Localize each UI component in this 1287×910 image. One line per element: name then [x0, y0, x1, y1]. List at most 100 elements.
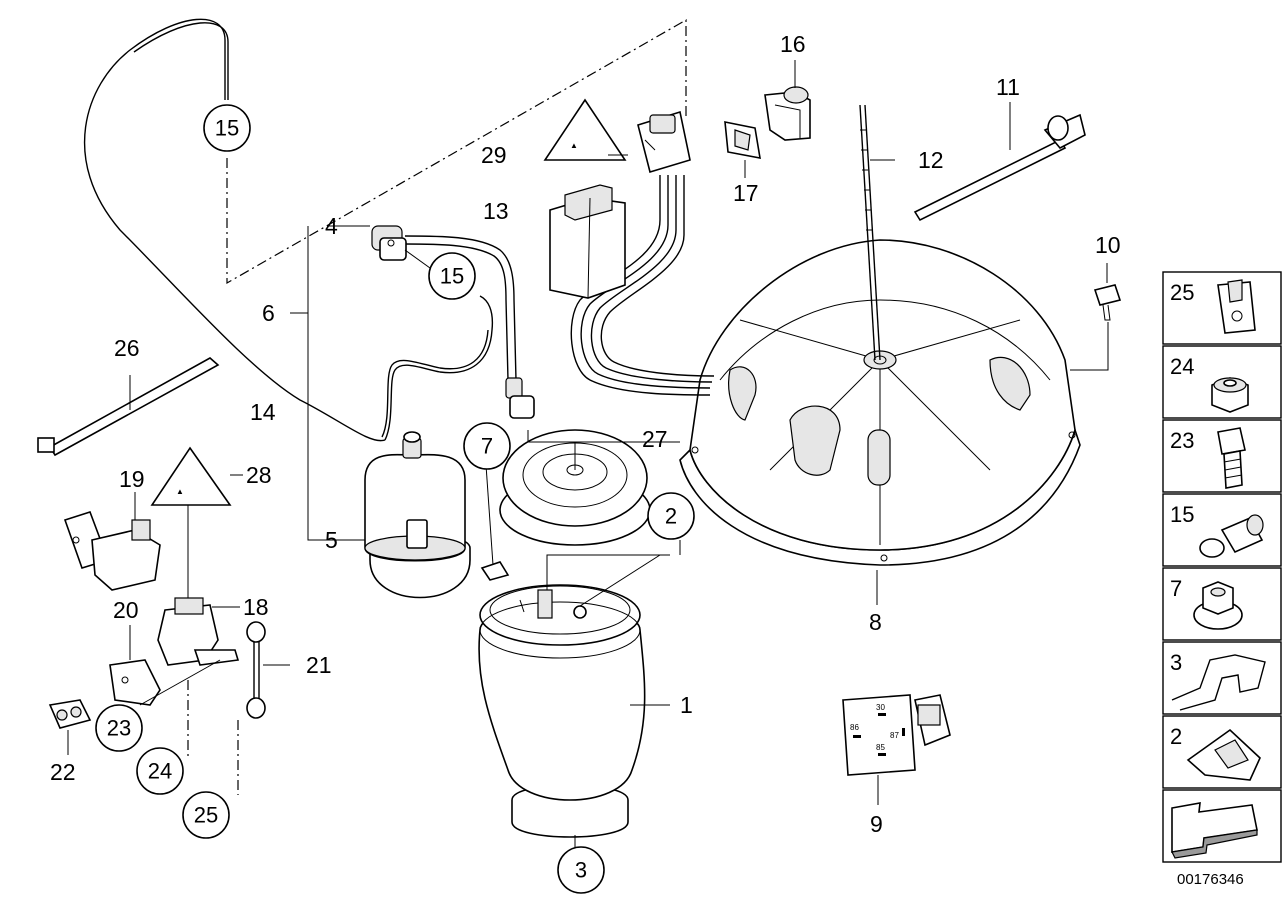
- flange-nut-icon: [1193, 581, 1243, 630]
- svg-text:15: 15: [440, 264, 464, 289]
- sidebar-item-24: 24: [1162, 345, 1282, 419]
- callout-23: 23: [95, 704, 143, 752]
- callout-16: 16: [780, 31, 806, 57]
- svg-text:24: 24: [1170, 354, 1194, 379]
- callout-2: 2: [647, 492, 695, 540]
- callout-27: 27: [642, 426, 668, 452]
- clip-17: [724, 121, 761, 159]
- link-rod-21: [246, 621, 266, 719]
- sheet-clip-icon: [1186, 728, 1261, 781]
- air-line-14: [83, 18, 386, 442]
- relay-9: 30 86 87 85: [842, 694, 951, 776]
- callout-4: 4: [325, 213, 338, 239]
- callout-13: 13: [483, 198, 509, 224]
- callout-20: 20: [113, 597, 139, 623]
- pipe-4: [404, 235, 517, 381]
- svg-text:7: 7: [1170, 576, 1182, 601]
- control-module-13: [549, 184, 626, 299]
- callout-29: 29: [481, 142, 507, 168]
- relay-pin-87: 87: [890, 731, 899, 740]
- threaded-stud-12: [859, 104, 881, 361]
- callout-12: 12: [918, 147, 944, 173]
- svg-text:3: 3: [575, 858, 587, 883]
- fitting-27-pipe: [505, 377, 535, 419]
- sidebar-panel: 25 24 23: [1162, 271, 1282, 863]
- svg-text:7: 7: [481, 434, 493, 459]
- document-number: 00176346: [1177, 871, 1244, 888]
- svg-text:24: 24: [148, 759, 172, 784]
- callout-24: 24: [136, 747, 184, 795]
- callout-26: 26: [114, 335, 140, 361]
- svg-text:2: 2: [665, 504, 677, 529]
- sidebar-item-23: 23: [1162, 419, 1282, 493]
- clip-nut-icon: [1217, 279, 1256, 334]
- callout-6: 6: [262, 300, 275, 326]
- wiring-harness: [570, 175, 715, 396]
- callout-21: 21: [306, 652, 332, 678]
- hex-bolt-icon: [1217, 427, 1246, 489]
- sensor-18: [157, 597, 240, 666]
- air-line-14-b: [133, 22, 229, 100]
- svg-text:15: 15: [1170, 502, 1194, 527]
- svg-text:▲: ▲: [570, 141, 578, 150]
- elbow-connector-4: [371, 225, 407, 261]
- callout-17: 17: [733, 180, 759, 206]
- hose-14-upper: [384, 295, 494, 441]
- spring-clip-icon: [1171, 654, 1266, 711]
- callout-19: 19: [119, 466, 145, 492]
- warning-label-28: ▲: [150, 446, 232, 506]
- svg-text:▲: ▲: [176, 487, 184, 496]
- direction-arrow-box: [1162, 789, 1282, 863]
- sidebar-item-2: 2: [1162, 715, 1282, 789]
- svg-text:3: 3: [1170, 650, 1182, 675]
- callout-15-mid: 15: [428, 252, 476, 300]
- svg-text:23: 23: [1170, 428, 1194, 453]
- svg-text:2: 2: [1170, 724, 1182, 749]
- pressure-reservoir-5: [364, 431, 471, 599]
- height-sensor-19: [63, 511, 161, 591]
- cable-tie-26: [37, 357, 220, 457]
- svg-text:15: 15: [215, 116, 239, 141]
- svg-text:25: 25: [1170, 280, 1194, 305]
- callout-25: 25: [182, 791, 230, 839]
- callout-7: 7: [463, 422, 511, 470]
- bracket-6: [307, 226, 345, 541]
- sidebar-item-15: 15: [1162, 493, 1282, 567]
- connector-plug-29: [637, 110, 691, 174]
- sidebar-item-25: 25: [1162, 271, 1282, 345]
- bracket-20: [109, 659, 161, 706]
- dash-line-15-top: [226, 18, 687, 285]
- arrow-icon: [1171, 802, 1258, 859]
- callout-22: 22: [50, 759, 76, 785]
- hex-nut-icon: [1211, 377, 1249, 413]
- relay-pin-86: 86: [850, 723, 859, 732]
- push-connector-icon: [1199, 514, 1264, 558]
- bracket-nut-7: [480, 561, 510, 581]
- callout-8: 8: [869, 609, 882, 635]
- bolt-10: [1093, 284, 1122, 321]
- cable-tie-11: [913, 113, 1086, 222]
- sidebar-item-7: 7: [1162, 567, 1282, 641]
- svg-text:23: 23: [107, 716, 131, 741]
- callout-10: 10: [1095, 232, 1121, 258]
- callout-9: 9: [870, 811, 883, 837]
- rubber-bush-22: [48, 699, 92, 729]
- bracket-16: [764, 86, 811, 141]
- warning-label-29: ▲: [543, 98, 627, 161]
- callout-11: 11: [996, 74, 1020, 100]
- callout-14: 14: [250, 399, 276, 425]
- callout-15-top: 15: [203, 104, 251, 152]
- callout-1: 1: [680, 692, 693, 718]
- callout-18: 18: [243, 594, 269, 620]
- air-spring-1: [478, 584, 646, 838]
- svg-text:25: 25: [194, 803, 218, 828]
- sidebar-item-3: 3: [1162, 641, 1282, 715]
- cover-tray-8: [679, 239, 1081, 566]
- callout-28: 28: [246, 462, 272, 488]
- callout-5: 5: [325, 527, 338, 553]
- callout-3: 3: [557, 846, 605, 894]
- relay-pin-85: 85: [876, 743, 885, 752]
- relay-pin-30: 30: [876, 703, 885, 712]
- support-mount-27: [499, 429, 651, 546]
